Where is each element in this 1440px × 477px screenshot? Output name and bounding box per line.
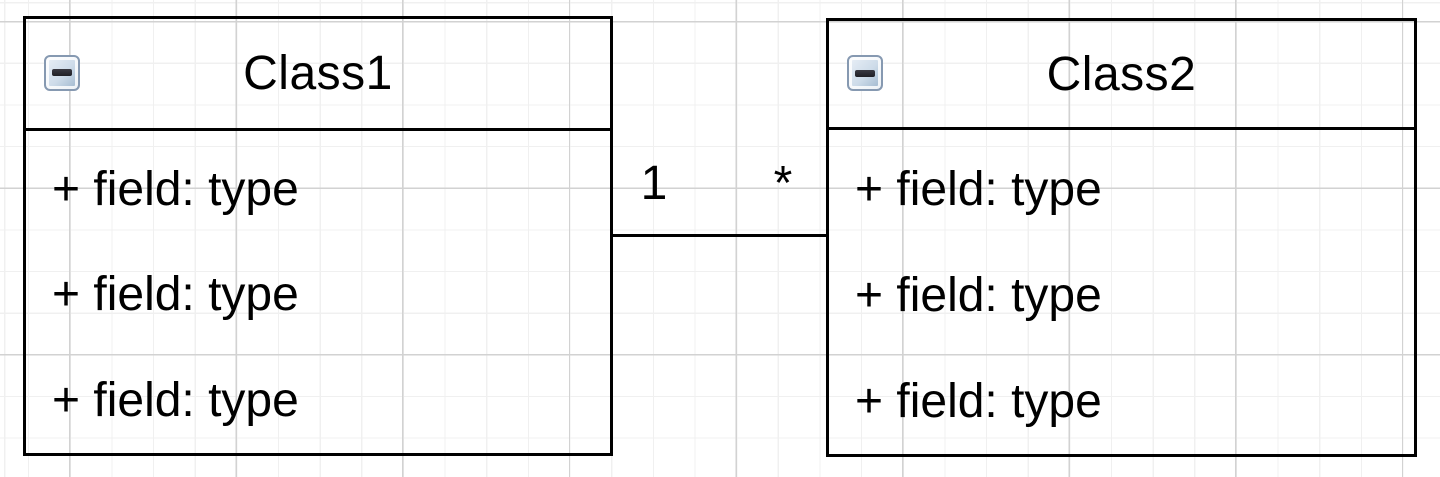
class1-fields: + field: type + field: type + field: typ… bbox=[26, 131, 610, 453]
field-row[interactable]: + field: type bbox=[52, 163, 299, 217]
class2-title[interactable]: Class2 bbox=[1046, 47, 1197, 101]
minus-icon bbox=[855, 69, 875, 77]
collapse-minus-icon[interactable] bbox=[847, 55, 883, 91]
field-row[interactable]: + field: type bbox=[855, 162, 1102, 216]
class2-header: Class2 bbox=[829, 21, 1414, 130]
class1-title[interactable]: Class1 bbox=[243, 47, 393, 100]
source-multiplicity-label[interactable]: 1 bbox=[640, 157, 668, 210]
minus-icon bbox=[52, 69, 72, 76]
target-multiplicity-label[interactable]: * bbox=[773, 157, 793, 210]
field-row[interactable]: + field: type bbox=[52, 268, 299, 322]
class1-header: Class1 bbox=[26, 19, 610, 131]
association-edge[interactable] bbox=[613, 234, 826, 237]
field-row[interactable]: + field: type bbox=[855, 374, 1102, 428]
field-row[interactable]: + field: type bbox=[855, 268, 1102, 322]
class-box-class1[interactable]: Class1 + field: type + field: type + fie… bbox=[23, 16, 613, 456]
collapse-minus-icon[interactable] bbox=[44, 54, 80, 91]
class-box-class2[interactable]: Class2 + field: type + field: type + fie… bbox=[826, 18, 1417, 457]
field-row[interactable]: + field: type bbox=[52, 373, 299, 427]
class2-fields: + field: type + field: type + field: typ… bbox=[829, 130, 1414, 454]
